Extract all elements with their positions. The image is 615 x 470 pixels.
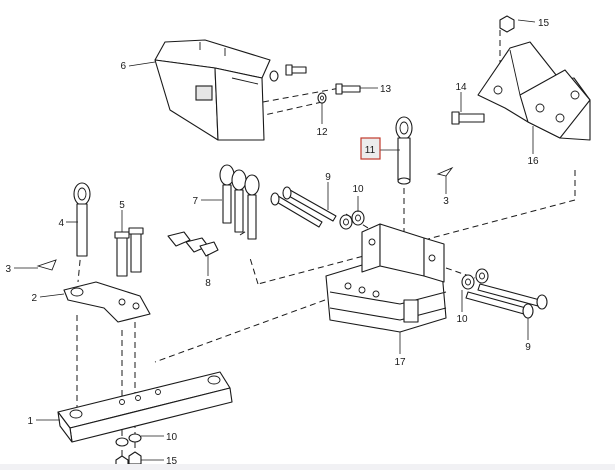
callout-10-lower[interactable]: 10 <box>456 314 468 325</box>
part-9-bolts-upper[interactable] <box>270 186 337 228</box>
bottom-scroll-strip <box>0 464 615 470</box>
callout-9-upper[interactable]: 9 <box>325 172 331 183</box>
part-3-clip-right[interactable] <box>436 166 454 177</box>
part-1-drawbar[interactable] <box>57 371 233 443</box>
part-16-bracket[interactable] <box>477 41 591 141</box>
callout-8[interactable]: 8 <box>205 278 211 289</box>
part-10-washer-bottom[interactable] <box>115 433 142 447</box>
part-13-bolt[interactable] <box>335 83 361 95</box>
part-14-bolt[interactable] <box>451 111 485 125</box>
part-4-pin[interactable] <box>73 182 91 257</box>
callout-10-bottom[interactable]: 10 <box>166 432 178 443</box>
callout-10-upper[interactable]: 10 <box>352 184 364 195</box>
part-2-bracket[interactable] <box>63 281 151 323</box>
callout-2[interactable]: 2 <box>31 293 37 304</box>
callout-1[interactable]: 1 <box>27 416 33 427</box>
callout-12[interactable]: 12 <box>316 127 328 138</box>
callout-15-top[interactable]: 15 <box>538 18 550 29</box>
part-7-eye-pins[interactable] <box>219 164 260 240</box>
part-10-washers-lower[interactable] <box>461 268 489 290</box>
callout-11-highlight-box[interactable] <box>360 137 381 160</box>
part-15-nut-top[interactable] <box>499 15 515 33</box>
callout-16[interactable]: 16 <box>527 156 539 167</box>
hitch-upper-clevis[interactable] <box>361 223 445 283</box>
part-15-nut-bottom[interactable] <box>115 451 142 466</box>
callout-3-left[interactable]: 3 <box>5 264 11 275</box>
part-8-spring-clips[interactable] <box>167 231 219 257</box>
callout-leader-lines <box>14 19 536 461</box>
callout-4[interactable]: 4 <box>58 218 64 229</box>
callout-3-right[interactable]: 3 <box>443 196 449 207</box>
callout-11[interactable]: 11 <box>365 145 376 156</box>
part-9-bolts-lower[interactable] <box>465 283 548 319</box>
callout-13[interactable]: 13 <box>380 84 392 95</box>
small-bolt-upper <box>269 64 307 82</box>
part-12-washer[interactable] <box>317 92 327 104</box>
callout-9-lower[interactable]: 9 <box>525 342 531 353</box>
callout-14[interactable]: 14 <box>455 82 467 93</box>
callout-7[interactable]: 7 <box>192 196 198 207</box>
callout-6[interactable]: 6 <box>120 61 126 72</box>
part-5-bolts[interactable] <box>114 227 144 277</box>
part-10-washers-upper[interactable] <box>339 210 365 230</box>
callout-5[interactable]: 5 <box>119 200 125 211</box>
part-3-clip-left[interactable] <box>36 259 57 271</box>
callout-17[interactable]: 17 <box>394 357 406 368</box>
callout-15-bottom[interactable]: 15 <box>166 456 178 466</box>
part-11-lift-pin[interactable] <box>395 116 413 185</box>
part-6-cover[interactable] <box>154 39 271 141</box>
callout-labels: 6 13 12 14 15 16 11 3 9 10 7 8 4 5 3 2 1… <box>5 18 549 466</box>
